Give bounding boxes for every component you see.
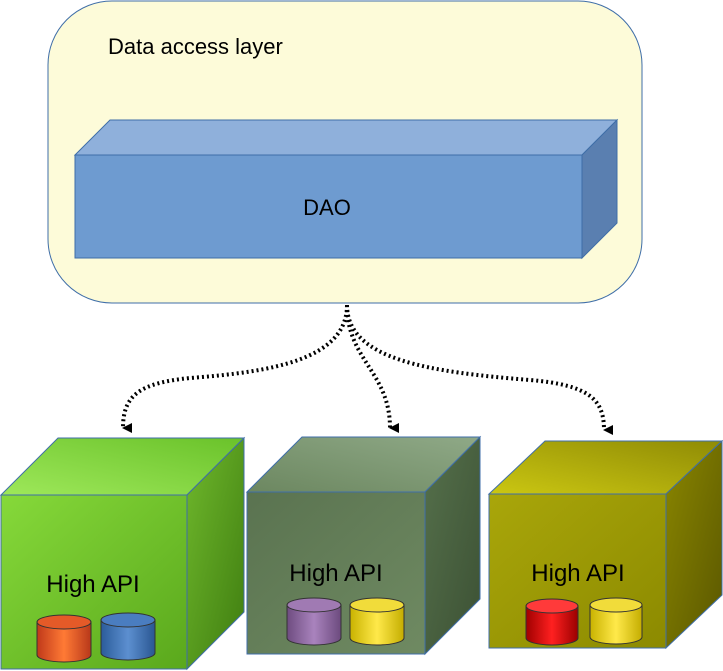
connector-arrows — [121, 304, 614, 435]
high-api-box-3: High API — [487, 439, 723, 650]
database-icon — [100, 612, 156, 661]
arrow-to-box-1 — [121, 304, 349, 434]
database-icon — [525, 598, 579, 646]
data-access-layer-title: Data access layer — [108, 34, 283, 59]
arrow-to-box-2 — [345, 304, 400, 433]
arrow-to-box-3 — [345, 304, 614, 435]
database-icon — [589, 597, 643, 645]
high-api-label-3: High API — [531, 560, 624, 587]
dao-label: DAO — [303, 195, 351, 220]
database-icon — [349, 597, 405, 646]
database-icon — [36, 614, 92, 663]
database-icon — [286, 597, 342, 646]
high-api-box-1: High API — [0, 436, 246, 671]
high-api-label-2: High API — [289, 560, 382, 587]
high-api-label-1: High API — [46, 571, 139, 598]
high-api-box-2: High API — [245, 435, 482, 656]
dao-block: DAO — [73, 118, 619, 260]
